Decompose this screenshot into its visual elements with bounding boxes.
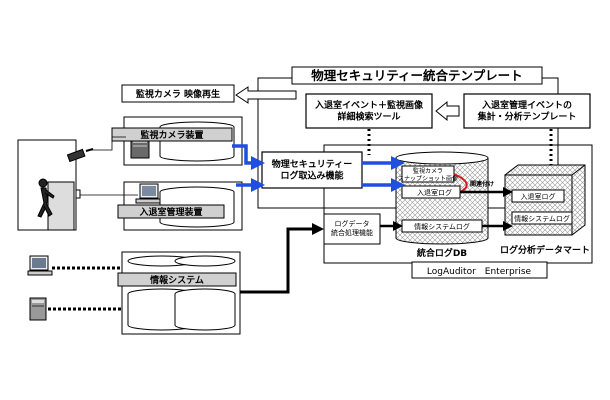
mart-access-log-label: 入退室ログ <box>521 192 556 201</box>
analysis-template-label: 入退室管理イベントの集計・分析テンプレート <box>477 99 577 122</box>
association-label: 関連付け <box>470 180 494 188</box>
playback-hollow-arrow <box>235 86 297 104</box>
import-function-box <box>261 151 363 189</box>
access-device-tab <box>117 204 225 219</box>
camera-playback-box <box>121 84 235 103</box>
info-db2-top <box>174 255 236 267</box>
blue-arrow-camera-to-import <box>232 144 265 170</box>
log-processing-box <box>323 213 381 245</box>
search-tool-label: 入退室イベント＋監視画像詳細検索ツール <box>314 99 424 122</box>
camera-device-tab <box>111 127 233 142</box>
analysis-template-box <box>463 93 591 129</box>
log-processing-label: ログデータ統合処理機能 <box>331 219 373 237</box>
product-label: LogAuditor Enterprise <box>427 267 532 277</box>
mart-info-log-label: 情報システムログ <box>514 214 570 223</box>
camera-playback-label: 監視カメラ 映像再生 <box>136 88 220 100</box>
product-label-box <box>411 261 548 279</box>
access-pc-icon <box>135 183 161 204</box>
security-camera-icon <box>66 148 94 163</box>
mart-info-log-box <box>511 211 573 225</box>
info-system-label: 情報システム <box>149 274 204 286</box>
access-device-label: 入退室管理装置 <box>138 206 202 218</box>
search-tool-box <box>305 93 433 129</box>
association-arc <box>453 173 468 193</box>
workstation-icon <box>27 255 53 276</box>
top-bar <box>291 66 543 85</box>
integrated-info-log-label: 情報システムログ <box>414 222 470 231</box>
tools-hollow-arrow <box>435 100 460 122</box>
server-icon <box>29 297 47 321</box>
integrated-db-title: 統合ログDB <box>417 247 467 259</box>
integrated-db-top <box>395 151 489 165</box>
person-icon <box>37 178 55 218</box>
top-bar-title: 物理セキュリティー統合テンプレート <box>311 68 522 83</box>
info-system-tab <box>117 272 237 287</box>
camera-link-line <box>90 136 126 151</box>
snapshot-label: 監視カメラスナップショット画像 <box>398 167 458 183</box>
import-function-label: 物理セキュリティーログ取込み機能 <box>272 158 352 181</box>
integrated-access-log-label: 入退室ログ <box>417 188 452 197</box>
info-db4-body <box>174 294 236 331</box>
black-arrow-info-to-processing <box>240 223 324 294</box>
camera-device-label: 監視カメラ装置 <box>140 129 203 141</box>
data-mart-title: ログ分析データマート <box>500 244 590 256</box>
